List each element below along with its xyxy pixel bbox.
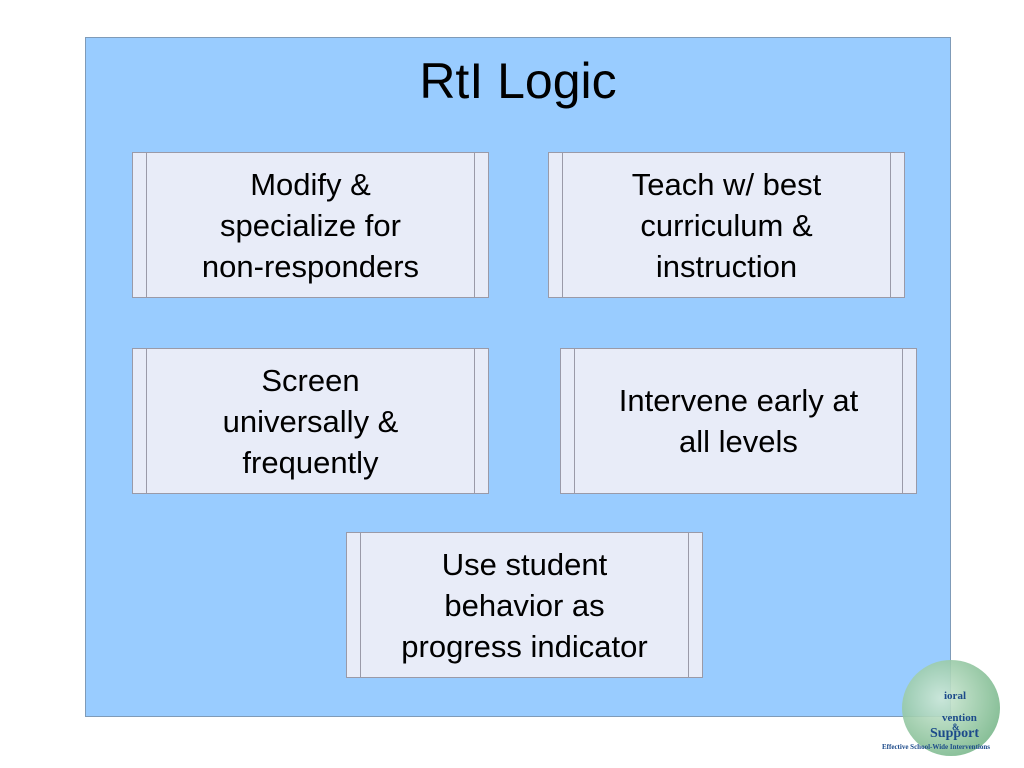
box-left-bar [133,153,147,297]
box-student-behavior: Use student behavior as progress indicat… [346,532,703,678]
box-text: Screen universally & frequently [223,360,399,483]
box-line: curriculum & [640,207,813,243]
box-modify-specialize: Modify & specialize for non-responders [132,152,489,298]
box-intervene-early: Intervene early at all levels [560,348,917,494]
box-line: progress indicator [401,628,648,664]
box-line: Use student [441,546,608,582]
box-line: non-responders [201,248,420,284]
box-line: instruction [655,248,798,284]
logo-line-4: Support [930,726,980,741]
box-text: Intervene early at all levels [619,380,859,462]
box-screen-universally: Screen universally & frequently [132,348,489,494]
box-left-bar [561,349,575,493]
pbis-logo: ioral vention & Support Effective School… [880,656,1020,758]
box-line: Teach w/ best [631,166,822,202]
box-right-bar [474,349,488,493]
logo-tagline: Effective School-Wide Interventions [882,743,990,751]
box-line: universally & [222,403,399,439]
box-text: Teach w/ best curriculum & instruction [632,164,822,287]
box-teach-curriculum: Teach w/ best curriculum & instruction [548,152,905,298]
box-text: Use student behavior as progress indicat… [401,544,647,667]
box-left-bar [133,349,147,493]
box-line: behavior as [444,587,605,623]
box-right-bar [474,153,488,297]
box-line: frequently [242,444,379,480]
box-left-bar [347,533,361,677]
logo-line-2: vention [942,712,977,724]
logo-line-1: ioral [944,690,966,702]
box-text: Modify & specialize for non-responders [202,164,419,287]
box-right-bar [890,153,904,297]
box-right-bar [688,533,702,677]
box-line: specialize for [220,207,401,243]
box-line: Intervene early at [618,383,859,418]
box-line: Modify & [250,166,371,202]
logo-line-3: & [952,722,960,732]
slide-title: RtI Logic [419,53,617,109]
box-left-bar [549,153,563,297]
logo-circle [902,660,1000,756]
box-right-bar [902,349,916,493]
box-line: all levels [679,424,798,459]
box-line: Screen [261,362,360,398]
